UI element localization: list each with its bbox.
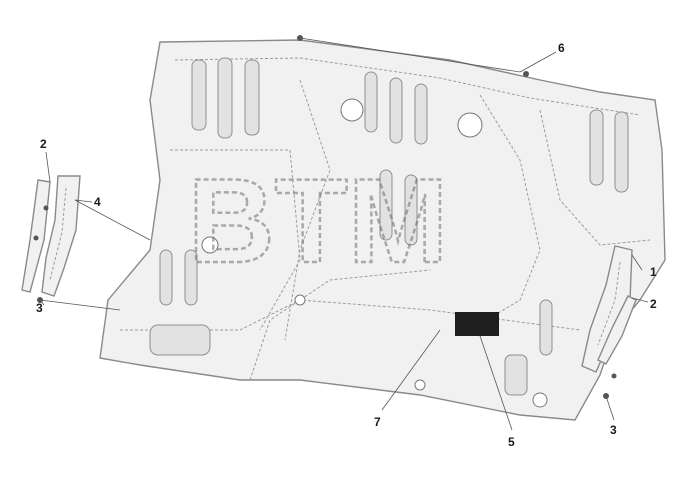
callout-3-left: 3 xyxy=(36,301,43,315)
part-2-right-strip xyxy=(597,295,637,365)
callout-4: 4 xyxy=(94,195,101,209)
floor-ribs xyxy=(149,57,629,396)
watermark-text: BTM xyxy=(188,154,448,288)
callout-7: 7 xyxy=(374,415,381,429)
callout-labels: 6 2 4 3 1 2 3 7 5 xyxy=(36,41,657,449)
callout-6: 6 xyxy=(558,41,565,55)
part-5-pad xyxy=(455,312,499,336)
leader-lines xyxy=(39,37,649,431)
callout-5: 5 xyxy=(508,435,515,449)
part-4-left-bracket xyxy=(41,175,81,297)
floor-holes xyxy=(201,98,548,408)
callout-3-right: 3 xyxy=(610,423,617,437)
part-1-right-bracket xyxy=(581,245,633,373)
callout-1: 1 xyxy=(650,265,657,279)
callout-2-left: 2 xyxy=(40,137,47,151)
callout-2-right: 2 xyxy=(650,297,657,311)
fastener-bolts xyxy=(33,35,617,399)
